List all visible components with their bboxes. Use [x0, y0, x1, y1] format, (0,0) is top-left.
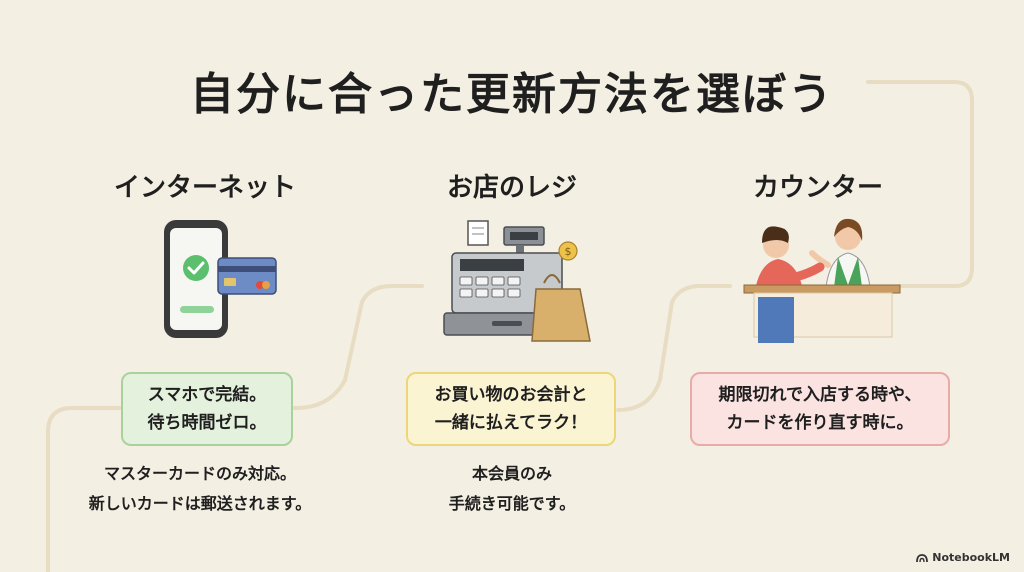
info-box-counter: 期限切れで入店する時や、 カードを作り直す時に。	[690, 372, 950, 446]
info-box-line: 期限切れで入店する時や、	[718, 385, 922, 405]
info-box-register: お買い物のお会計と 一緒に払えてラク！	[406, 372, 616, 446]
heading-internet: インターネット	[113, 173, 296, 203]
heading-counter: カウンター	[752, 173, 883, 203]
note-line: 手続き可能です。	[448, 494, 576, 513]
page-title: 自分に合った更新方法を選ぼう	[190, 69, 834, 120]
brand-label: NotebookLM	[932, 551, 1010, 564]
cash-register-icon: $	[443, 220, 591, 342]
info-box-internet: スマホで完結。 待ち時間ゼロ。	[121, 372, 293, 446]
brand-watermark: NotebookLM	[916, 551, 1010, 564]
info-box-line: カードを作り直す時に。	[726, 413, 914, 433]
heading-register: お店のレジ	[446, 173, 577, 203]
note-line: マスターカードのみ対応。	[103, 464, 296, 483]
info-box-line: スマホで完結。	[147, 385, 267, 405]
smartphone-card-icon	[164, 220, 277, 338]
notebook-logo-icon	[916, 553, 929, 562]
note-register: 本会員のみ 手続き可能です。	[412, 459, 612, 519]
note-line: 本会員のみ	[471, 464, 552, 483]
info-box-line: 一緒に払えてラク！	[434, 413, 588, 433]
note-internet: マスターカードのみ対応。 新しいカードは郵送されます。	[50, 459, 350, 519]
info-box-line: 待ち時間ゼロ。	[147, 413, 267, 433]
info-box-line: お買い物のお会計と	[434, 385, 588, 405]
svg-text:$: $	[565, 245, 572, 258]
counter-staff-icon	[743, 218, 901, 343]
note-line: 新しいカードは郵送されます。	[88, 494, 312, 513]
